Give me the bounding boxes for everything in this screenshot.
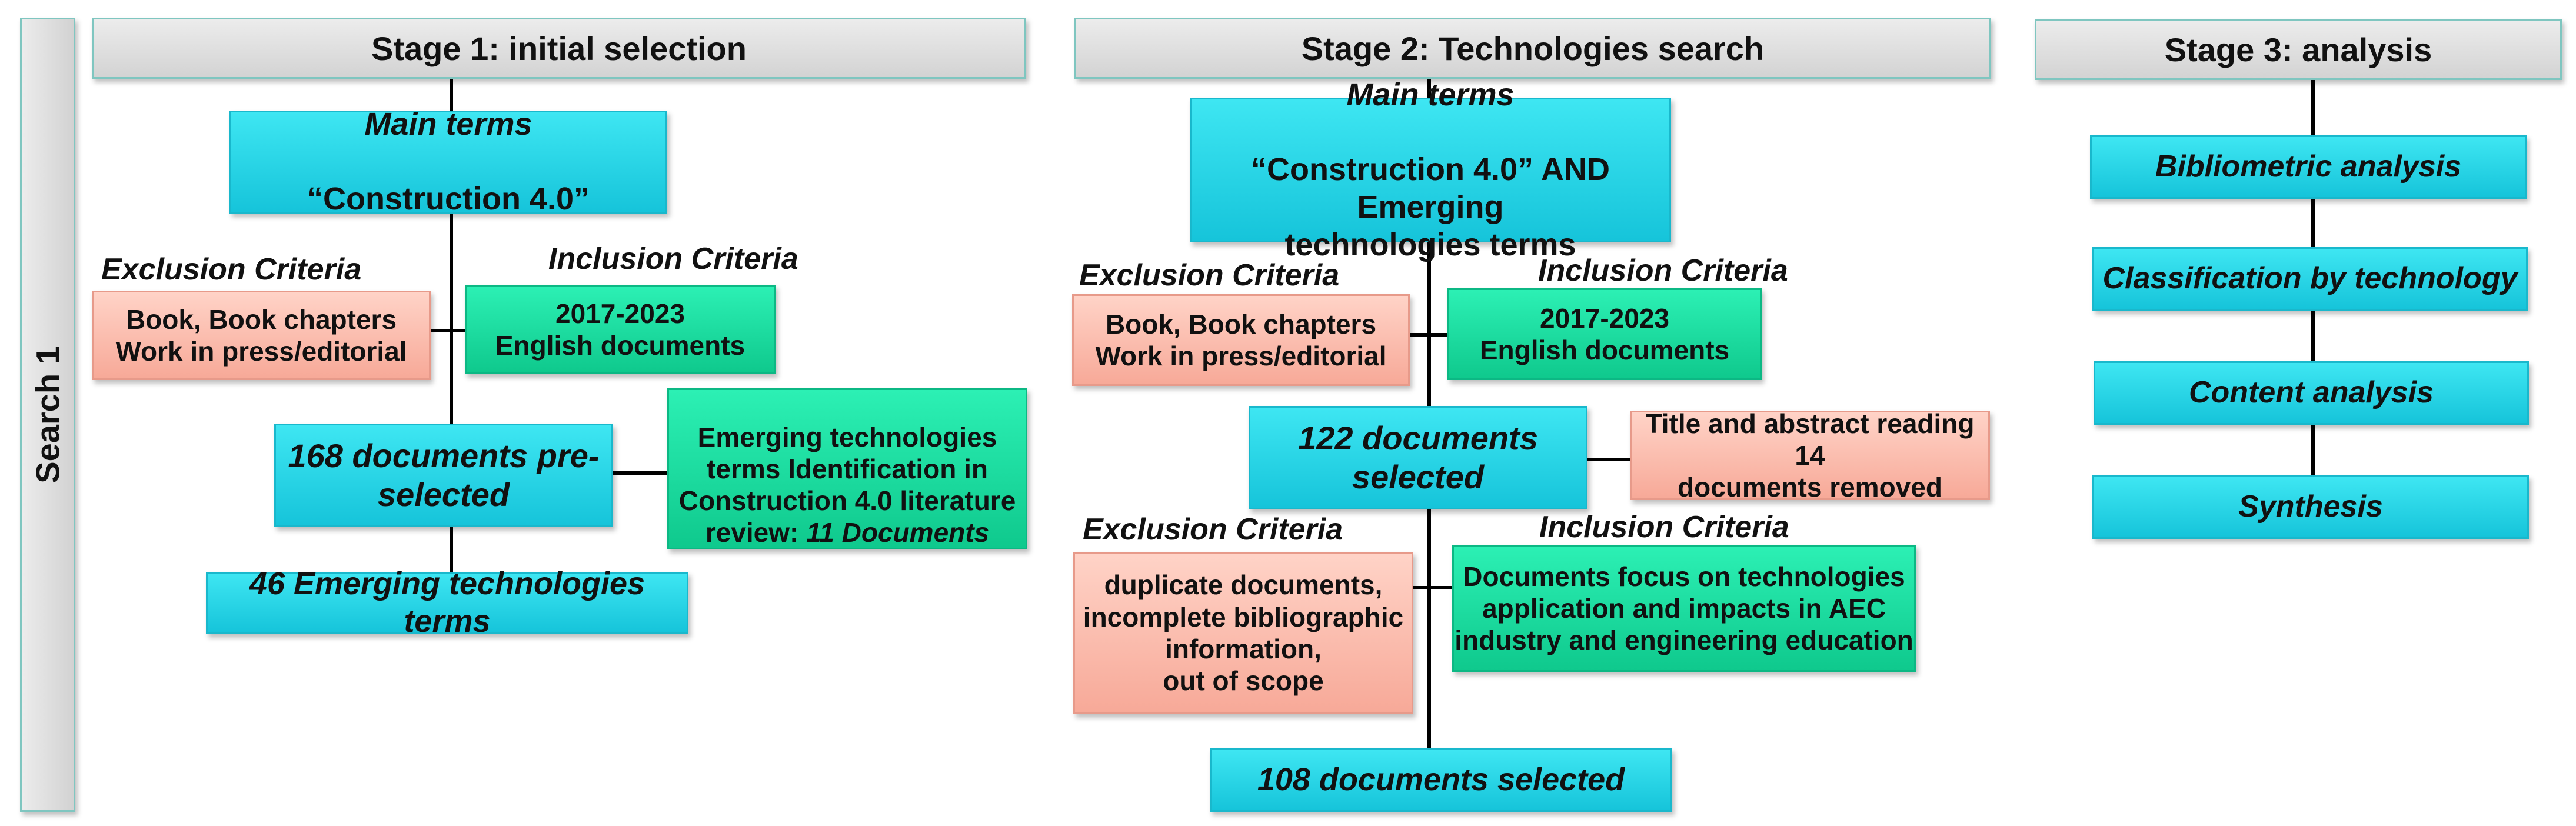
stage2-exclusion-box-1: Book, Book chapters Work in press/editor… — [1072, 294, 1410, 386]
stage2-main-terms-text: “Construction 4.0” AND Emerging technolo… — [1250, 152, 1610, 262]
stage1-emerging-review-text: Emerging technologies terms Identificati… — [678, 421, 1016, 548]
stage1-main-terms-box: Main terms “Construction 4.0” — [229, 106, 667, 217]
stage1-inclusion-box: 2017-2023 English documents — [465, 285, 776, 374]
stage2-main-terms-title: Main terms — [1346, 76, 1515, 112]
stage1-trunk-line — [450, 76, 453, 427]
stage2-criteria-link-1 — [1409, 333, 1450, 337]
stage2-inclusion-label-1: Inclusion Criteria — [1538, 254, 1788, 288]
stage2-header-text: Stage 2: Technologies search — [1301, 29, 1765, 67]
stage3-step-content: Content analysis — [2094, 361, 2529, 425]
stage2-removed-box: Title and abstract reading 14 documents … — [1630, 408, 1990, 502]
stage3-step-classification: Classification by technology — [2092, 247, 2528, 311]
stage1-inclusion-text: 2017-2023 English documents — [495, 298, 745, 361]
stage1-terms-link — [450, 525, 453, 572]
stage1-exclusion-text: Book, Book chapters Work in press/editor… — [115, 304, 407, 367]
stage1-main-terms-title: Main terms — [364, 106, 532, 142]
stage1-exclusion-label: Exclusion Criteria — [101, 252, 362, 287]
stage1-criteria-link — [430, 329, 465, 332]
stage1-preselected-box: 168 documents pre- selected — [274, 424, 613, 527]
stage2-exclusion-text-2: duplicate documents, incomplete bibliogr… — [1083, 569, 1404, 697]
stage1-header: Stage 1: initial selection — [92, 18, 1026, 79]
stage3-step-classification-text: Classification by technology — [2102, 261, 2518, 296]
stage2-exclusion-label-1: Exclusion Criteria — [1079, 258, 1340, 292]
stage3-header: Stage 3: analysis — [2035, 19, 2562, 80]
stage2-inclusion-box-2: Documents focus on technologies applicat… — [1452, 545, 1916, 672]
stage1-review-link — [612, 471, 668, 475]
stage2-header: Stage 2: Technologies search — [1074, 18, 1991, 79]
stage3-step-synthesis: Synthesis — [2092, 475, 2529, 539]
stage2-selected-108-text: 108 documents selected — [1257, 762, 1625, 798]
stage2-selected-108-box: 108 documents selected — [1210, 748, 1672, 812]
stage2-criteria-link-2 — [1411, 586, 1453, 589]
stage2-removed-text: Title and abstract reading 14 documents … — [1645, 408, 1975, 503]
stage2-exclusion-label-2: Exclusion Criteria — [1083, 512, 1343, 547]
stage1-emerging-review-box: Emerging technologies terms Identificati… — [667, 388, 1027, 549]
stage3-step-content-text: Content analysis — [2188, 375, 2434, 410]
stage1-inclusion-label: Inclusion Criteria — [548, 242, 798, 276]
stage2-main-terms-box: Main terms “Construction 4.0” AND Emergi… — [1190, 77, 1671, 262]
stage1-header-text: Stage 1: initial selection — [371, 29, 747, 67]
stage3-header-text: Stage 3: analysis — [2164, 31, 2432, 68]
stage2-exclusion-box-2: duplicate documents, incomplete bibliogr… — [1073, 552, 1413, 714]
stage1-main-terms-text: “Construction 4.0” — [307, 181, 590, 217]
stage1-terms-result-box: 46 Emerging technologies terms — [206, 566, 688, 639]
stage1-emerging-review-count: 11 Documents — [806, 517, 990, 548]
stage2-inclusion-text-2: Documents focus on technologies applicat… — [1455, 561, 1913, 656]
stage2-selected-122-box: 122 documents selected — [1249, 406, 1587, 509]
search-side-bar — [20, 18, 75, 812]
stage2-inclusion-text-1: 2017-2023 English documents — [1479, 302, 1730, 365]
stage3-step-bibliometric-text: Bibliometric analysis — [2155, 149, 2462, 184]
stage1-terms-result-text: 46 Emerging technologies terms — [249, 566, 645, 639]
stage2-selected-122-text: 122 documents selected — [1298, 419, 1538, 495]
stage3-step-bibliometric: Bibliometric analysis — [2090, 135, 2527, 199]
stage1-preselected-text: 168 documents pre- selected — [288, 437, 600, 513]
stage2-exclusion-text-1: Book, Book chapters Work in press/editor… — [1095, 308, 1387, 371]
stage3-step-synthesis-text: Synthesis — [2238, 489, 2383, 524]
stage1-exclusion-box: Book, Book chapters Work in press/editor… — [92, 291, 431, 380]
stage2-removed-link — [1586, 458, 1630, 461]
stage2-inclusion-box-1: 2017-2023 English documents — [1447, 288, 1762, 380]
stage2-inclusion-label-2: Inclusion Criteria — [1539, 510, 1789, 544]
search-label: Search 1 — [29, 346, 66, 484]
